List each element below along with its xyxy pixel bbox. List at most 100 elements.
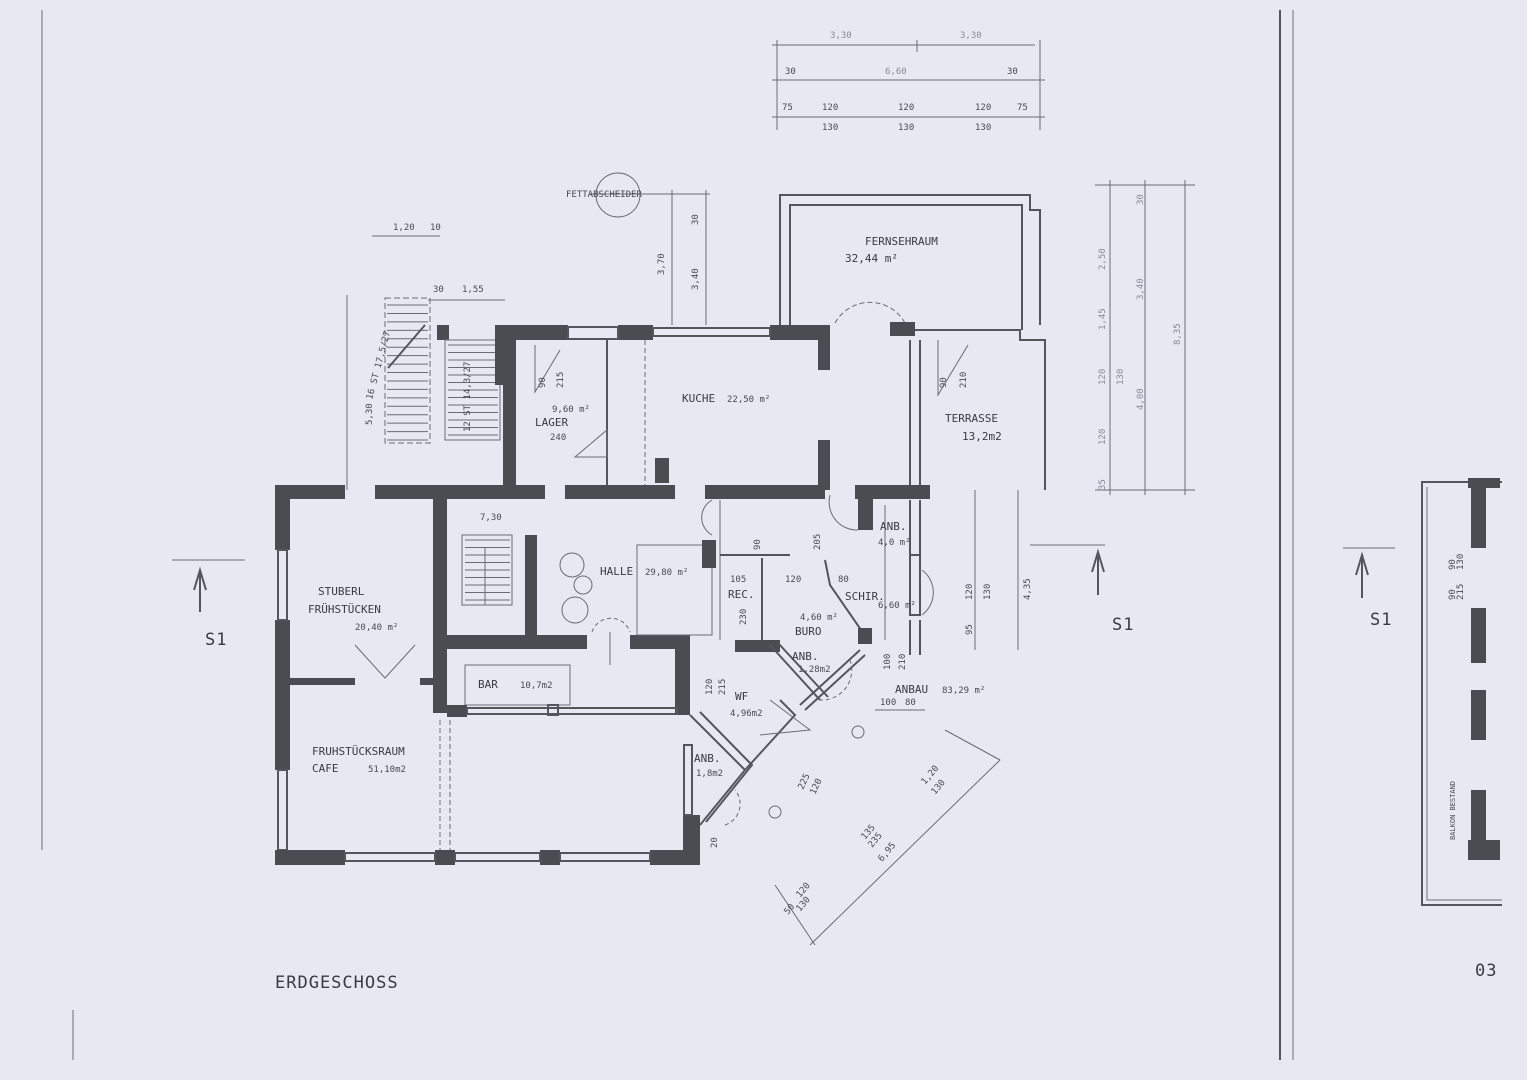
svg-text:10: 10: [430, 223, 441, 233]
svg-text:5,30: 5,30: [365, 403, 375, 425]
svg-text:1,45: 1,45: [1098, 308, 1108, 330]
dimension-label: 130: [975, 123, 991, 133]
dimension-chain-right: 2,50 3,40 1,45 120 130 4,00 120 35 30 8,…: [1095, 180, 1195, 495]
svg-text:1,20: 1,20: [393, 223, 415, 233]
svg-text:20: 20: [710, 837, 720, 848]
svg-text:30: 30: [1136, 194, 1146, 205]
grease-separator-symbol: [595, 172, 641, 218]
svg-text:6,95: 6,95: [877, 841, 899, 864]
svg-text:95: 95: [965, 624, 975, 635]
svg-text:BURO: BURO: [795, 625, 822, 638]
svg-text:3,40: 3,40: [691, 268, 701, 290]
svg-text:WF: WF: [735, 690, 748, 703]
svg-text:FRÜHSTÜCKEN: FRÜHSTÜCKEN: [308, 603, 381, 616]
dimension-label: 3,30: [960, 31, 982, 41]
svg-text:12 ST 14,3/27: 12 ST 14,3/27: [463, 362, 473, 432]
svg-text:120: 120: [809, 777, 825, 796]
svg-text:29,80 m²: 29,80 m²: [645, 568, 688, 578]
svg-text:1,28m2: 1,28m2: [798, 665, 831, 675]
svg-text:FRUHSTÜCKSRAUM: FRUHSTÜCKSRAUM: [312, 745, 405, 758]
svg-text:130: 130: [1116, 369, 1126, 385]
svg-text:ANBAU: ANBAU: [895, 683, 928, 696]
svg-text:1,8m2: 1,8m2: [696, 769, 723, 779]
svg-text:90: 90: [753, 539, 763, 550]
staircase-left: 16 ST 17,5/27 12 ST 14,3/27: [365, 297, 505, 444]
svg-text:22,50 m²: 22,50 m²: [727, 395, 770, 405]
room-fruhstucksraum: FRUHSTÜCKSRAUM CAFE 51,10m2: [312, 745, 406, 775]
dimension-label: 120: [975, 103, 991, 113]
svg-text:90: 90: [1448, 589, 1458, 600]
svg-text:120: 120: [705, 679, 715, 695]
svg-text:4,60 m²: 4,60 m²: [800, 613, 838, 623]
svg-text:4,00: 4,00: [1136, 388, 1146, 410]
svg-text:LAGER: LAGER: [535, 416, 568, 429]
dimension-chain-stairs: 1,20 10 30 1,55 5,30 3,70 30 3,40: [346, 190, 707, 490]
svg-text:30: 30: [433, 285, 444, 295]
svg-text:ANB.: ANB.: [880, 520, 907, 533]
dimension-label: 6,60: [885, 67, 907, 77]
dimension-label: 3,30: [830, 31, 852, 41]
svg-text:6,60 m²: 6,60 m²: [878, 601, 916, 611]
svg-text:20,40 m²: 20,40 m²: [355, 623, 398, 633]
svg-text:S1: S1: [1370, 610, 1392, 630]
svg-text:130: 130: [1456, 554, 1466, 570]
svg-text:90: 90: [1448, 559, 1458, 570]
svg-text:HALLE: HALLE: [600, 565, 633, 578]
svg-text:ANB.: ANB.: [694, 752, 721, 765]
room-halle: HALLE 29,80 m²: [559, 499, 721, 665]
floor-title: ERDGESCHOSS: [275, 973, 399, 993]
svg-text:120: 120: [785, 575, 801, 585]
room-rec-buro: 90 205 105 120 80 REC. 230 4,60 m² BURO: [720, 534, 872, 652]
svg-text:4,96m2: 4,96m2: [730, 709, 763, 719]
svg-text:100: 100: [883, 654, 893, 670]
dimension-label: 130: [898, 123, 914, 133]
svg-text:32,44 m²: 32,44 m²: [845, 252, 898, 265]
svg-text:3,70: 3,70: [657, 253, 667, 275]
svg-text:7,30: 7,30: [480, 513, 502, 523]
svg-text:3,40: 3,40: [1136, 278, 1146, 300]
section-marker-next-sheet: S1: [1343, 547, 1395, 630]
svg-text:100: 100: [880, 698, 896, 708]
svg-text:30: 30: [691, 214, 701, 225]
room-schir-anbau: ANB. 4,0 m² SCHIR. 6,60 m² 100 210: [828, 490, 934, 670]
svg-text:80: 80: [905, 698, 916, 708]
dimension-label: 130: [822, 123, 838, 133]
svg-text:215: 215: [556, 372, 566, 388]
svg-text:90: 90: [939, 377, 949, 388]
svg-text:105: 105: [730, 575, 746, 585]
dimension-label: 75: [1017, 103, 1028, 113]
svg-text:BAR: BAR: [478, 678, 498, 691]
svg-text:STUBERL: STUBERL: [318, 585, 365, 598]
svg-text:2,50: 2,50: [1098, 248, 1108, 270]
room-terrasse: 90 210 TERRASSE 13,2m2: [890, 322, 1046, 490]
svg-text:51,10m2: 51,10m2: [368, 765, 406, 775]
svg-text:130: 130: [983, 584, 993, 600]
svg-text:FERNSEHRAUM: FERNSEHRAUM: [865, 235, 938, 248]
svg-text:130: 130: [795, 895, 813, 914]
svg-text:10,7m2: 10,7m2: [520, 681, 553, 691]
dimension-label: 30: [785, 67, 796, 77]
dimension-label: 120: [898, 103, 914, 113]
svg-text:S1: S1: [1112, 615, 1134, 635]
dimension-chain-east: 120 130 95 4,35: [965, 490, 1033, 650]
svg-text:205: 205: [813, 534, 823, 550]
next-sheet-title: 03: [1475, 961, 1497, 981]
svg-text:8,35: 8,35: [1173, 323, 1183, 345]
section-marker-left: S1: [172, 559, 245, 650]
dimension-label: 120: [822, 103, 838, 113]
dimension-label: 30: [1007, 67, 1018, 77]
svg-text:4,35: 4,35: [1023, 578, 1033, 600]
svg-text:CAFE: CAFE: [312, 762, 339, 775]
svg-text:S1: S1: [205, 630, 227, 650]
svg-text:80: 80: [838, 575, 849, 585]
room-fernsehraum: FERNSEHRAUM 32,44 m²: [779, 194, 1041, 330]
dimension-label: 75: [782, 103, 793, 113]
room-kuche: KUCHE 22,50 m²: [503, 325, 830, 490]
room-anbau-diagonal: ANB. 1,28m2 WF 4,96m2 ANB. 1,8m2 120 215…: [689, 642, 1001, 946]
svg-text:120: 120: [1098, 429, 1108, 445]
svg-text:4,0 m²: 4,0 m²: [878, 538, 911, 548]
grease-separator-label: FETTABSCHEIDER: [566, 190, 642, 200]
svg-text:9,60 m²: 9,60 m²: [552, 405, 590, 415]
svg-text:120: 120: [965, 584, 975, 600]
svg-text:120: 120: [1098, 369, 1108, 385]
